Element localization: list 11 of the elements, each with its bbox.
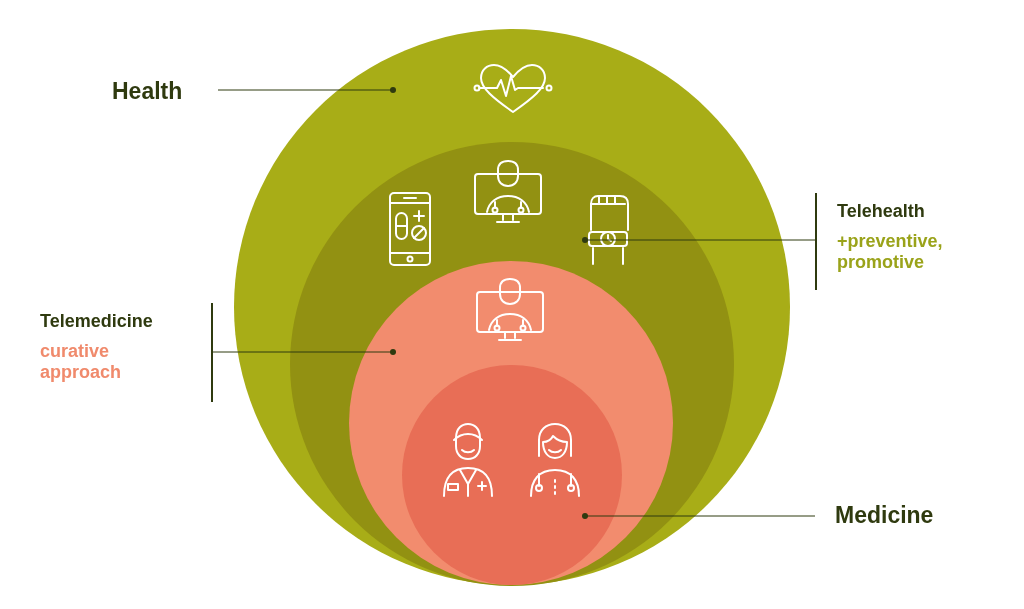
callout-label: Telemedicine: [40, 311, 154, 333]
callout-label: Health: [112, 76, 222, 106]
callout-label: Medicine: [815, 499, 934, 531]
callout-note: curative approach: [40, 340, 123, 384]
leader-line: [582, 237, 816, 243]
bracket-callout: [40, 303, 213, 402]
callout-label: Telehealth: [837, 201, 926, 223]
leader-line: [212, 349, 396, 355]
callout-note: +preventive, promotive: [837, 230, 944, 274]
leader-line: [217, 87, 396, 93]
leader-line: [582, 513, 816, 519]
